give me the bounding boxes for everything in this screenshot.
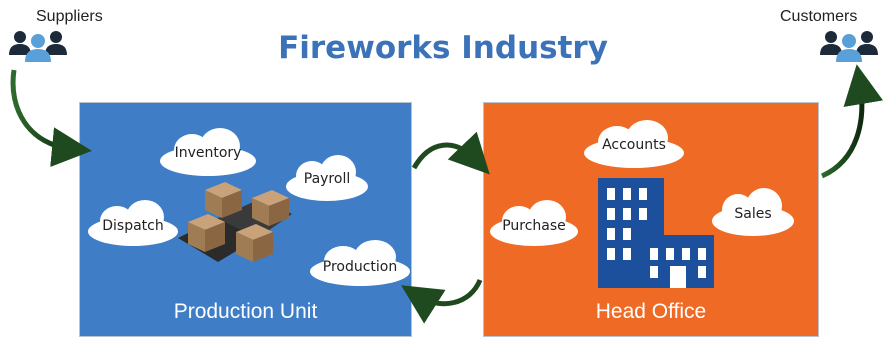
- cloud-payroll: Payroll: [286, 155, 368, 201]
- office-to-customers-arrow: [820, 64, 884, 179]
- cloud-sales-label: Sales: [734, 206, 772, 222]
- production-to-office-arrow: [411, 131, 490, 175]
- customers-people-icon: [820, 31, 878, 62]
- office-building-icon: [598, 178, 714, 288]
- cloud-purchase-label: Purchase: [502, 218, 566, 234]
- cloud-dispatch: Dispatch: [88, 200, 178, 246]
- cloud-accounts-label: Accounts: [602, 137, 666, 153]
- cloud-inventory-label: Inventory: [174, 145, 242, 161]
- cloud-dispatch-label: Dispatch: [102, 218, 164, 234]
- cloud-production-label: Production: [322, 259, 398, 275]
- head-office-label: Head Office: [595, 300, 707, 323]
- suppliers-label: Suppliers: [36, 8, 103, 25]
- cloud-payroll-label: Payroll: [303, 171, 351, 187]
- office-to-production-arrow: [401, 278, 483, 324]
- cloud-purchase: Purchase: [490, 200, 578, 246]
- customers-label: Customers: [780, 8, 858, 25]
- cloud-accounts: Accounts: [584, 120, 684, 168]
- diagram-title: Fireworks Industry: [278, 30, 608, 66]
- production-unit-label: Production Unit: [173, 300, 318, 323]
- cloud-sales: Sales: [712, 188, 794, 236]
- cloud-inventory: Inventory: [160, 128, 256, 176]
- stacked-boxes-icon: [178, 182, 292, 262]
- suppliers-to-production-arrow: [10, 69, 92, 167]
- suppliers-people-icon: [9, 31, 67, 62]
- cloud-production: Production: [310, 240, 410, 286]
